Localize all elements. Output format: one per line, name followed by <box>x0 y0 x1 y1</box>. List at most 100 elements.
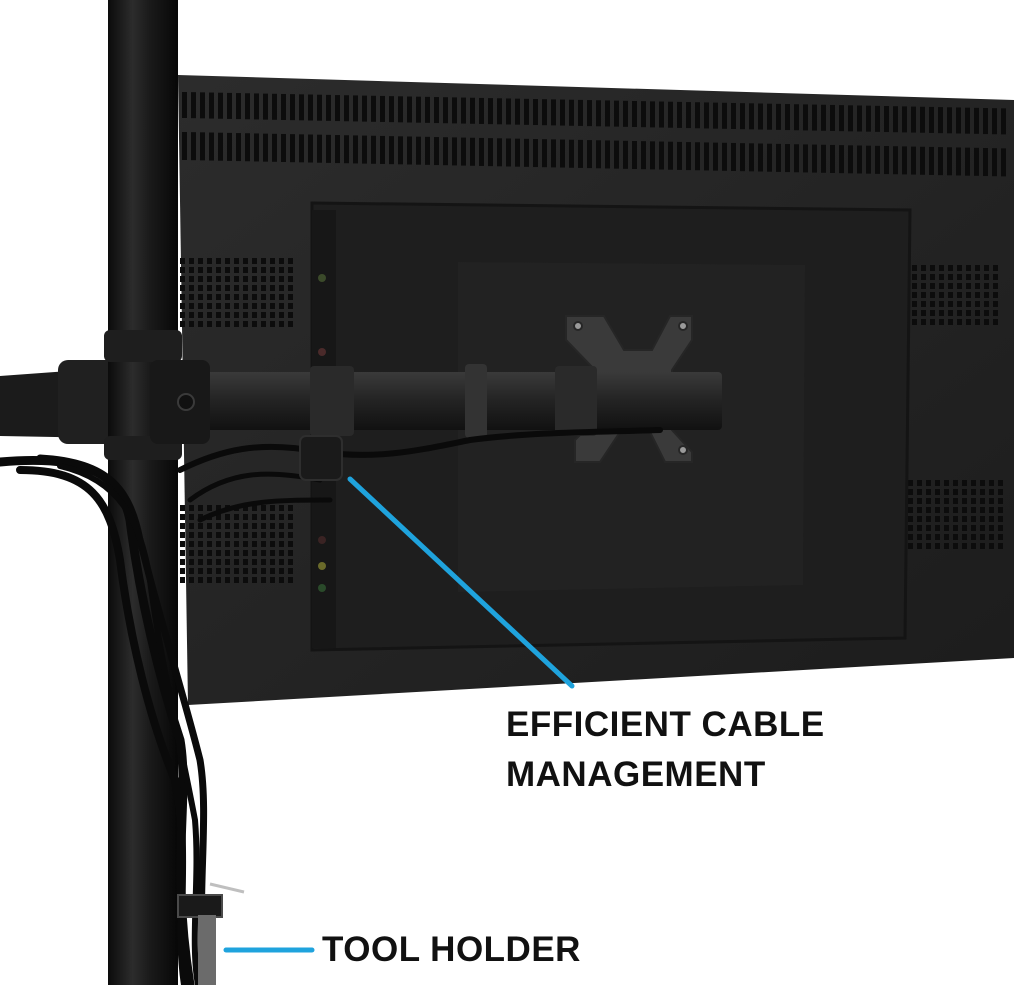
vent-slot <box>288 285 293 291</box>
vent-slot <box>686 142 691 171</box>
vent-slot <box>344 135 349 164</box>
vent-slot <box>270 312 275 318</box>
vent-slot <box>998 543 1003 549</box>
vent-slot <box>198 559 203 565</box>
vent-slot <box>261 505 266 511</box>
vent-slot <box>180 577 185 583</box>
vent-slot <box>908 507 913 513</box>
vent-slot <box>252 505 257 511</box>
vent-slot <box>207 523 212 529</box>
vent-slot <box>261 312 266 318</box>
vent-slot <box>975 292 980 298</box>
vent-slot <box>216 294 221 300</box>
vent-slot <box>980 516 985 522</box>
vent-slot <box>180 568 185 574</box>
vent-slot <box>443 137 448 166</box>
vent-slot <box>912 319 917 325</box>
vent-slot <box>947 147 952 176</box>
vent-slot <box>207 505 212 511</box>
vent-slot <box>966 301 971 307</box>
vent-slot <box>279 550 284 556</box>
vent-slot <box>288 505 293 511</box>
vent-slot <box>632 141 637 169</box>
vent-slot <box>236 133 241 162</box>
vent-slot <box>488 138 493 167</box>
vent-slot <box>398 96 403 123</box>
vent-slot <box>731 142 736 171</box>
vent-slot <box>198 568 203 574</box>
vent-slot <box>939 274 944 280</box>
vent-slot <box>857 105 862 132</box>
vent-slot <box>254 93 259 120</box>
vent-slot <box>207 267 212 273</box>
vent-slot <box>461 97 466 124</box>
vent-slot <box>198 285 203 291</box>
vent-slot <box>263 93 268 120</box>
vent-slot <box>198 532 203 538</box>
port-led <box>318 536 326 544</box>
vent-slot <box>740 143 745 172</box>
vent-slot <box>971 516 976 522</box>
vent-slot <box>993 310 998 316</box>
vent-slot <box>234 541 239 547</box>
vent-slot <box>926 516 931 522</box>
vent-slot <box>189 541 194 547</box>
vent-slot <box>279 532 284 538</box>
vent-slot <box>225 321 230 327</box>
vent-slot <box>207 541 212 547</box>
vent-slot <box>953 507 958 513</box>
vent-slot <box>524 98 529 125</box>
vent-slot <box>189 550 194 556</box>
vent-slot <box>533 139 538 168</box>
vent-slot <box>216 285 221 291</box>
vent-slot <box>234 294 239 300</box>
vent-slot <box>953 480 958 486</box>
vent-slot <box>243 505 248 511</box>
vent-slot <box>971 507 976 513</box>
vent-slot <box>243 321 248 327</box>
vent-slot <box>948 301 953 307</box>
vent-slot <box>225 312 230 318</box>
vent-slot <box>875 105 880 132</box>
vent-slot <box>998 534 1003 540</box>
vent-slot <box>695 102 700 129</box>
vent-slot <box>939 310 944 316</box>
vent-slot <box>948 310 953 316</box>
vent-slot <box>939 283 944 289</box>
vent-slot <box>939 319 944 325</box>
vent-slot <box>243 568 248 574</box>
vent-slot <box>216 541 221 547</box>
vent-slot <box>875 145 880 174</box>
vent-slot <box>182 132 187 160</box>
vent-slot <box>209 92 214 119</box>
vent-slot <box>908 543 913 549</box>
vent-slot <box>884 146 889 175</box>
vent-slot <box>207 321 212 327</box>
vent-slot <box>866 105 871 132</box>
vent-slot <box>198 294 203 300</box>
vent-slot <box>908 480 913 486</box>
vent-slot <box>180 505 185 511</box>
vent-slot <box>189 514 194 520</box>
vent-slot <box>650 101 655 128</box>
vent-slot <box>218 92 223 119</box>
vent-slot <box>921 265 926 271</box>
vent-slot <box>225 285 230 291</box>
vent-slot <box>989 489 994 495</box>
vent-slot <box>225 303 230 309</box>
vent-slot <box>288 568 293 574</box>
vent-slot <box>227 92 232 119</box>
vent-slot <box>398 136 403 165</box>
vent-slot <box>980 507 985 513</box>
vent-slot <box>243 523 248 529</box>
vent-slot <box>884 106 889 133</box>
vent-slot <box>216 258 221 264</box>
vent-slot <box>234 514 239 520</box>
vent-slot <box>830 144 835 173</box>
vent-slot <box>596 140 601 169</box>
vent-slot <box>207 568 212 574</box>
vent-slot <box>989 543 994 549</box>
tool-holder-clip <box>177 882 245 985</box>
vent-slot <box>926 507 931 513</box>
vent-slot <box>704 142 709 171</box>
